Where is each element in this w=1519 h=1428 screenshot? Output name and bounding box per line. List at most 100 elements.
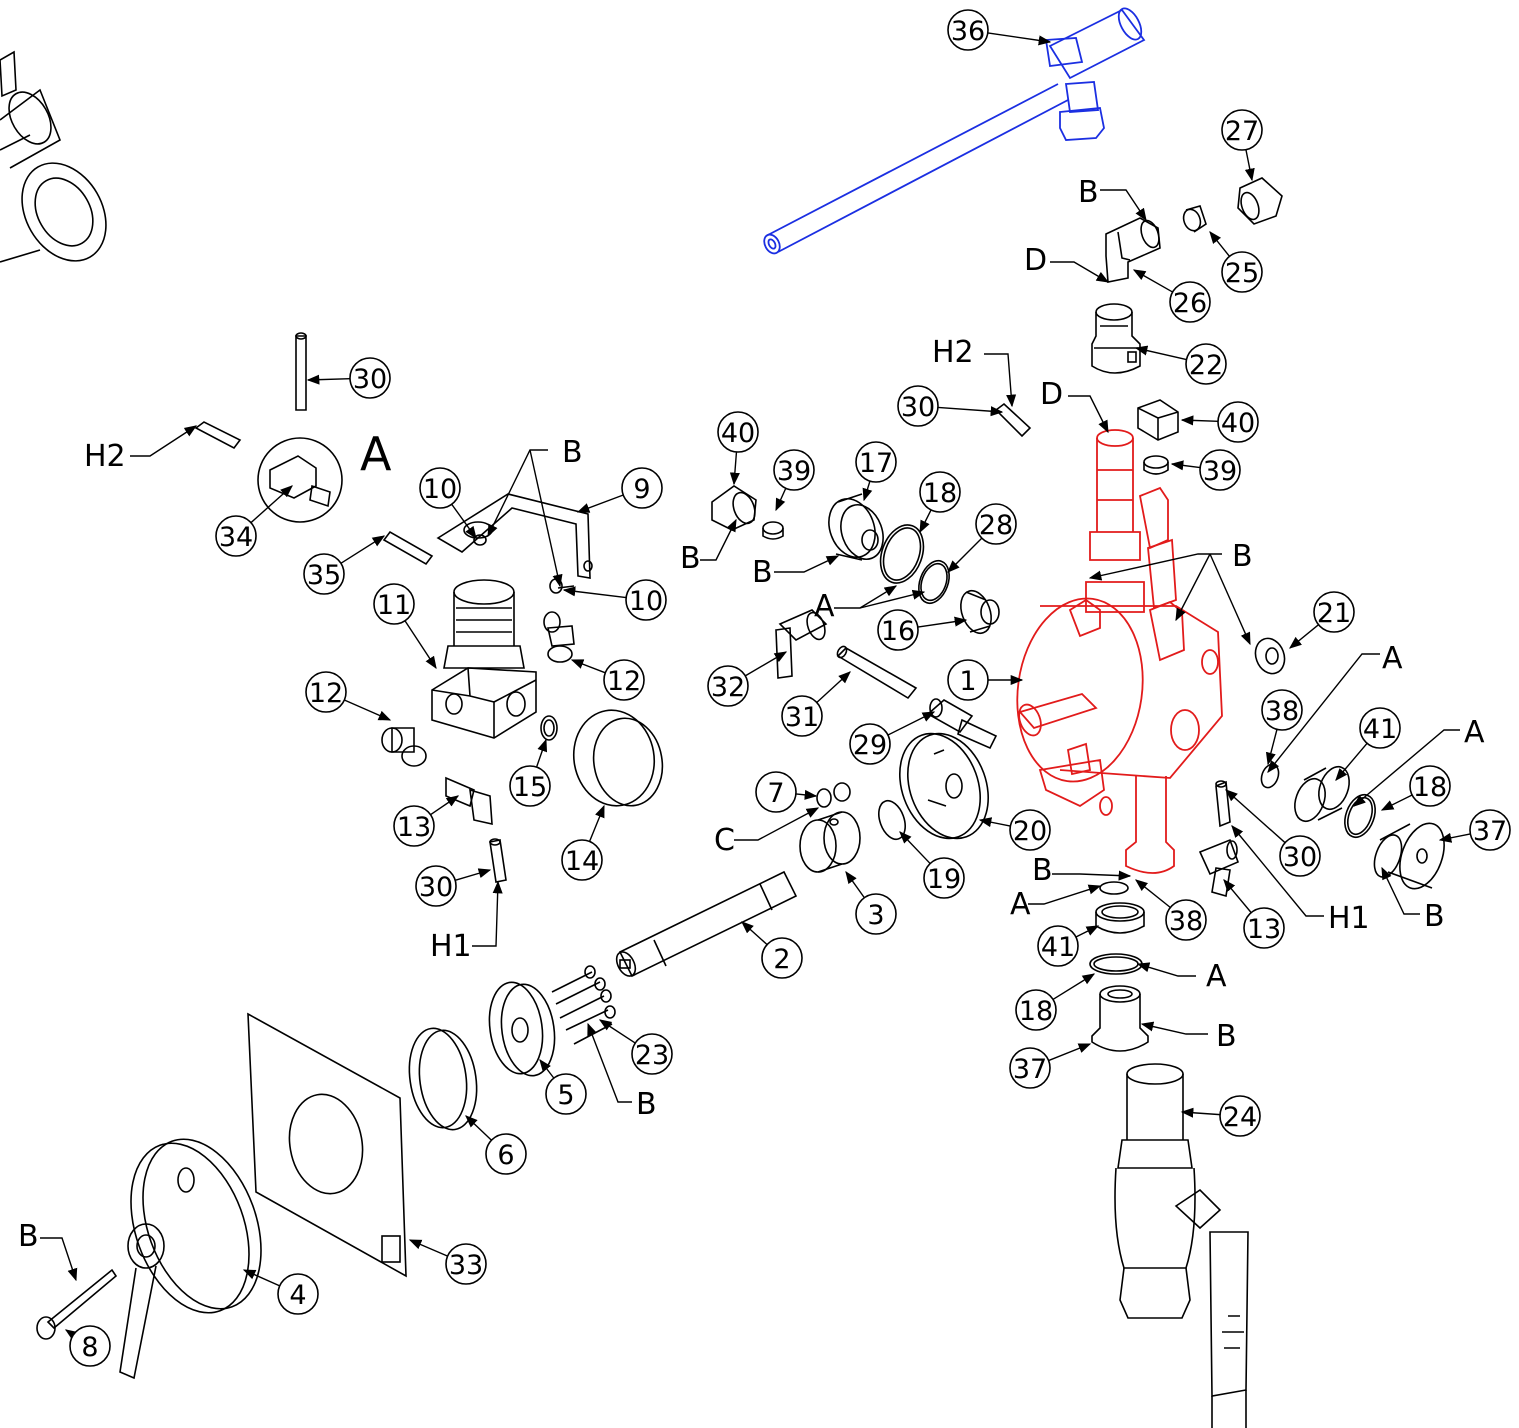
tag-leader (472, 880, 503, 947)
pin-31 (836, 645, 918, 700)
callout-circle (1409, 765, 1451, 807)
tag-leader (1050, 261, 1110, 283)
callout-leader (588, 804, 605, 842)
tag-leader (834, 585, 898, 609)
pin-30-h2-mid (994, 402, 1032, 438)
callout-bubble-24: 24 (1219, 1095, 1261, 1137)
callout-bubble-12: 12 (603, 659, 645, 701)
callout-number: 39 (1203, 456, 1237, 487)
connection-tag-a: A (814, 589, 835, 624)
callout-leader (795, 789, 818, 800)
washer-15 (540, 715, 558, 741)
callout-circle (947, 659, 989, 701)
tag-leader (1381, 866, 1420, 915)
callout-leader (598, 1019, 636, 1044)
callout-circle (919, 471, 961, 513)
callout-bubble-37: 37 (1469, 809, 1511, 851)
callout-leader (917, 616, 968, 628)
callout-number: 13 (1247, 914, 1281, 945)
callout-leader (250, 485, 293, 524)
callout-number: 40 (721, 418, 755, 449)
callout-bubble-2: 2 (761, 937, 803, 979)
callout-leader (576, 494, 624, 513)
callout-leader (562, 586, 627, 599)
callout-bubble-18: 18 (919, 471, 961, 513)
callout-number: 18 (1019, 996, 1053, 1027)
callout-bubble-21: 21 (1313, 591, 1355, 633)
callout-bubble-11: 11 (373, 583, 415, 625)
callout-leader (887, 711, 936, 736)
callout-circle (761, 937, 803, 979)
callout-bubble-39: 39 (1199, 449, 1241, 491)
callout-number: 37 (1013, 1054, 1047, 1085)
callout-circle (1221, 251, 1263, 293)
callout-leader (816, 671, 851, 704)
callout-leader (1048, 1043, 1092, 1062)
valve-seat-16 (960, 589, 1000, 635)
callout-leader (454, 868, 492, 881)
callout-number: 10 (423, 474, 457, 505)
callout-number: 38 (1265, 696, 1299, 727)
tag-leader (1100, 189, 1147, 222)
tag-leader (1028, 884, 1102, 905)
connection-tag-h1: H1 (1328, 901, 1370, 936)
callout-number: 28 (979, 510, 1013, 541)
callout-circle (625, 579, 667, 621)
connection-tag-a: A (1382, 641, 1403, 676)
callout-number: 41 (1041, 932, 1075, 963)
connection-tag-c: C (714, 823, 735, 858)
callout-leader (1289, 624, 1319, 649)
callout-number: 35 (307, 560, 341, 591)
callout-bubble-18: 18 (1015, 989, 1057, 1031)
callout-leader (1209, 231, 1231, 257)
connection-tag-d: D (1024, 243, 1047, 278)
callout-number: 30 (1283, 842, 1317, 873)
ball-valve-24 (1114, 1063, 1249, 1428)
callout-circle (349, 357, 391, 399)
callout-leader (570, 659, 606, 674)
callout-number: 31 (785, 702, 819, 733)
callout-circle (1199, 449, 1241, 491)
callout-leader (1170, 460, 1201, 471)
pin-30-h1-right (1215, 780, 1231, 828)
callout-circle (781, 695, 823, 737)
filling-hose-36 (763, 7, 1146, 255)
callout-number: 7 (767, 778, 784, 809)
callout-circle (923, 857, 965, 899)
callout-circle (419, 467, 461, 509)
connection-tag-b: B (18, 1219, 39, 1254)
callout-leader (862, 480, 873, 502)
callout-circle (1217, 401, 1259, 443)
callout-bubble-14: 14 (561, 839, 603, 881)
callout-circle (717, 411, 759, 453)
callout-bubble-30: 30 (1279, 835, 1321, 877)
pin-35 (382, 530, 434, 566)
callout-leader (1438, 832, 1471, 843)
callout-bubble-10: 10 (625, 579, 667, 621)
callout-circle (373, 583, 415, 625)
connection-tag-h2: H2 (84, 439, 126, 474)
callout-circle (1037, 925, 1079, 967)
callout-bubble-34: 34 (215, 515, 257, 557)
tag-leader (1353, 729, 1460, 807)
callout-bubble-15: 15 (509, 765, 551, 807)
connection-tag-h2: H2 (932, 335, 974, 370)
callout-leader (408, 1239, 448, 1257)
callout-number: 24 (1223, 1102, 1257, 1133)
tag-leader (774, 555, 840, 573)
callout-leader (845, 870, 865, 899)
callout-number: 5 (557, 1080, 574, 1111)
screw-8 (36, 1268, 118, 1340)
disc-6 (408, 1027, 478, 1131)
callout-number: 41 (1363, 714, 1397, 745)
nozzle-29 (926, 698, 998, 750)
callout-bubble-12: 12 (305, 671, 347, 713)
tag-leader (1136, 962, 1196, 977)
tag-leader (1231, 825, 1324, 917)
tag-leader (587, 1022, 632, 1103)
callout-leader (535, 738, 548, 768)
ring-38-center (1099, 881, 1129, 895)
callout-circle (755, 771, 797, 813)
callout-bubble-16: 16 (877, 609, 919, 651)
callout-circle (1221, 109, 1263, 151)
